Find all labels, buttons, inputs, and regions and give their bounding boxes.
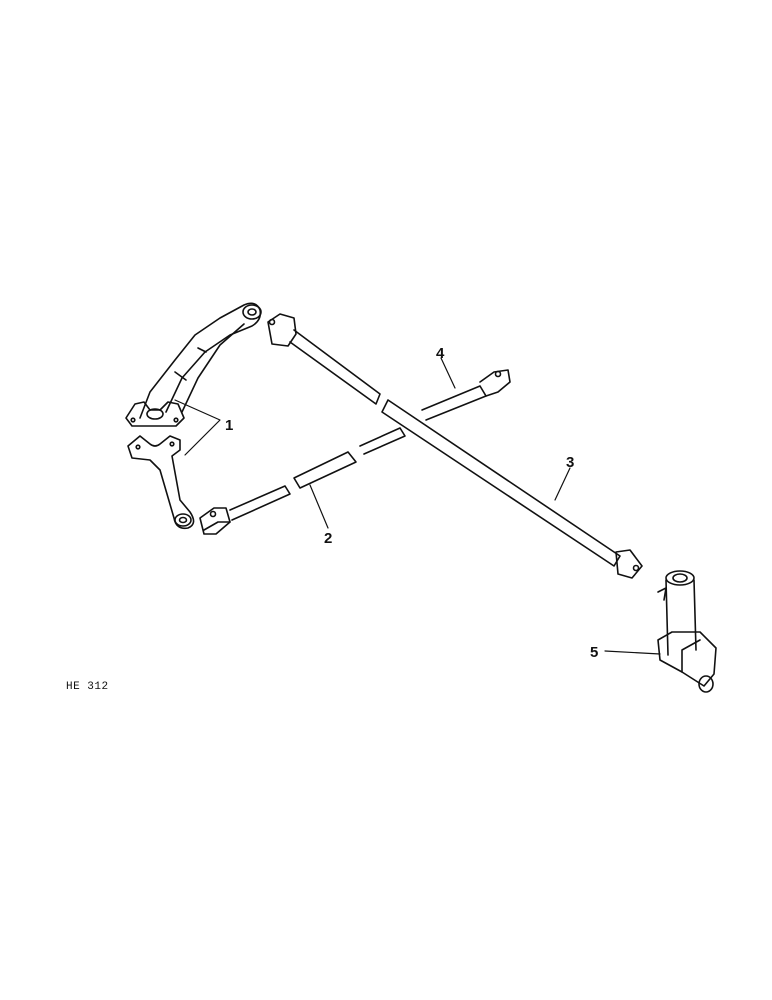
callout-5-leader <box>604 650 661 655</box>
tie-rod-lower <box>199 427 406 535</box>
spindle <box>657 570 717 693</box>
callout-2-leader <box>309 484 329 529</box>
callout-4-leader <box>440 357 456 389</box>
callout-3: 3 <box>566 454 575 471</box>
callout-1-leader <box>174 399 221 456</box>
callout-4: 4 <box>436 345 445 362</box>
callout-1: 1 <box>225 417 234 434</box>
steering-arm-lower <box>127 435 195 530</box>
callout-2: 2 <box>324 530 333 547</box>
figure-id-label: HE 312 <box>66 681 109 693</box>
drag-link-long <box>267 313 643 579</box>
steering-arm-upper <box>125 302 262 427</box>
callout-5: 5 <box>590 644 599 661</box>
adjustable-rod-short <box>421 369 511 421</box>
callout-3-leader <box>554 467 571 501</box>
